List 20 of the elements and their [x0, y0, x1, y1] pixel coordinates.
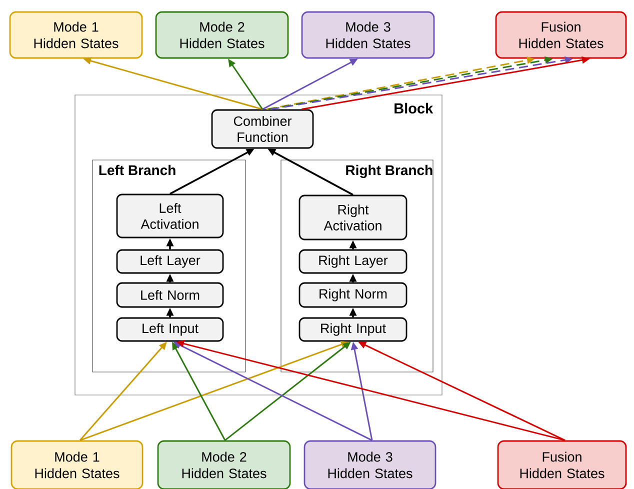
heading: Block: [394, 102, 434, 114]
hidden-states-box: Mode 3 Hidden States: [301, 11, 435, 59]
hidden-states-box: Mode 2 Hidden States: [155, 11, 289, 59]
heading: Right Branch: [346, 164, 432, 178]
layer-box: Right Input: [298, 317, 408, 342]
hidden-states-box: Mode 2 Hidden States: [157, 440, 291, 489]
layer-box: Right Layer: [298, 249, 408, 274]
hidden-states-box: Fusion Hidden States: [495, 11, 627, 59]
layer-box: Right Activation: [298, 194, 408, 240]
layer-box: Left Layer: [116, 249, 224, 274]
layer-box: Combiner Function: [211, 109, 314, 149]
heading: Left Branch: [99, 164, 176, 176]
hidden-states-box: Mode 1 Hidden States: [10, 440, 144, 489]
hidden-states-box: Fusion Hidden States: [497, 440, 627, 489]
hidden-states-box: Mode 3 Hidden States: [304, 440, 436, 489]
hidden-states-box: Mode 1 Hidden States: [9, 11, 143, 59]
layer-box: Left Input: [116, 317, 224, 342]
layer-box: Left Activation: [116, 194, 224, 238]
layer-box: Left Norm: [116, 282, 224, 308]
layer-box: Right Norm: [298, 282, 408, 308]
